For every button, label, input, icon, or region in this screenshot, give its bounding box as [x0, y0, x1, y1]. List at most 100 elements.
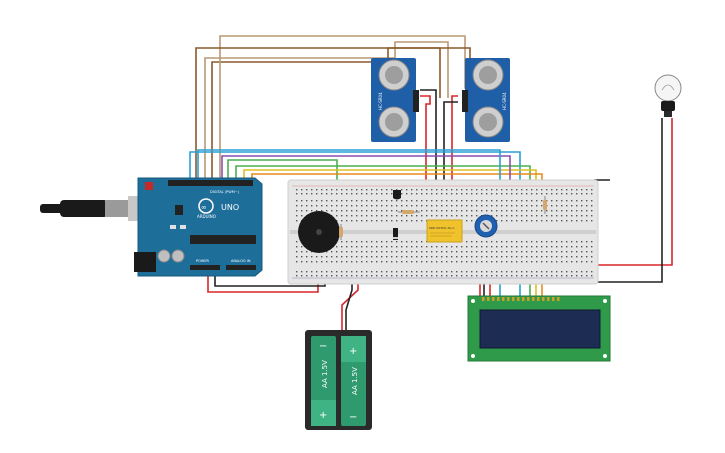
- breadboard-hole: [321, 210, 323, 212]
- breadboard-hole: [411, 220, 413, 222]
- breadboard-hole: [591, 261, 593, 263]
- breadboard-hole: [476, 241, 478, 243]
- breadboard-hole: [506, 210, 508, 212]
- breadboard-hole: [506, 193, 508, 195]
- breadboard-hole: [501, 251, 503, 253]
- breadboard-hole: [511, 215, 513, 217]
- breadboard-hole: [541, 210, 543, 212]
- breadboard-hole: [346, 241, 348, 243]
- breadboard-hole: [491, 275, 493, 277]
- breadboard-hole: [416, 246, 418, 248]
- breadboard-hole: [351, 215, 353, 217]
- breadboard-hole: [516, 220, 518, 222]
- breadboard-hole: [361, 251, 363, 253]
- breadboard-hole: [466, 200, 468, 202]
- breadboard-hole: [376, 200, 378, 202]
- breadboard-hole: [366, 193, 368, 195]
- wire-sensor1-trig: [211, 47, 441, 180]
- breadboard-hole: [336, 275, 338, 277]
- reset-button[interactable]: [145, 182, 153, 190]
- breadboard-hole: [386, 189, 388, 191]
- breadboard-hole: [406, 256, 408, 258]
- breadboard-hole: [551, 200, 553, 202]
- lcd-pin: [507, 297, 510, 301]
- breadboard-hole: [476, 256, 478, 258]
- breadboard-hole: [346, 271, 348, 273]
- arduino-uno: ∞ ARDUINO UNO DIGITAL (PWM~) POWER ANALO…: [134, 177, 263, 277]
- breadboard-hole: [366, 205, 368, 207]
- breadboard-hole: [476, 271, 478, 273]
- lcd-pin: [522, 297, 525, 301]
- breadboard-hole: [496, 200, 498, 202]
- breadboard-hole: [536, 275, 538, 277]
- breadboard-hole: [566, 189, 568, 191]
- breadboard-hole: [551, 193, 553, 195]
- breadboard-hole: [576, 200, 578, 202]
- arduino-power-label: POWER: [196, 259, 210, 263]
- breadboard-hole: [586, 210, 588, 212]
- breadboard-hole: [496, 241, 498, 243]
- breadboard-hole: [301, 215, 303, 217]
- breadboard-hole: [436, 210, 438, 212]
- breadboard-hole: [406, 189, 408, 191]
- breadboard-hole: [586, 261, 588, 263]
- battery-1-plus: +: [319, 410, 327, 421]
- breadboard-hole: [476, 189, 478, 191]
- breadboard-hole: [536, 193, 538, 195]
- breadboard-hole: [516, 251, 518, 253]
- breadboard-hole: [461, 246, 463, 248]
- breadboard-hole: [371, 220, 373, 222]
- breadboard-hole: [496, 205, 498, 207]
- breadboard-hole: [341, 241, 343, 243]
- breadboard-hole: [496, 271, 498, 273]
- breadboard-hole: [376, 261, 378, 263]
- breadboard-hole: [526, 215, 528, 217]
- breadboard-hole: [556, 271, 558, 273]
- breadboard-hole: [351, 189, 353, 191]
- breadboard-hole: [356, 246, 358, 248]
- breadboard-hole: [571, 215, 573, 217]
- breadboard-hole: [531, 193, 533, 195]
- breadboard-hole: [476, 215, 478, 217]
- potentiometer[interactable]: [474, 214, 498, 238]
- breadboard-hole: [411, 246, 413, 248]
- breadboard-hole: [496, 193, 498, 195]
- breadboard-hole: [401, 256, 403, 258]
- breadboard-hole: [366, 261, 368, 263]
- breadboard-hole: [496, 246, 498, 248]
- breadboard-hole: [556, 200, 558, 202]
- breadboard-hole: [586, 271, 588, 273]
- breadboard-hole: [421, 251, 423, 253]
- breadboard-hole: [391, 241, 393, 243]
- breadboard-hole: [571, 246, 573, 248]
- breadboard-hole: [526, 220, 528, 222]
- breadboard-hole: [461, 193, 463, 195]
- breadboard-hole: [466, 210, 468, 212]
- breadboard-hole: [446, 215, 448, 217]
- breadboard-hole: [541, 220, 543, 222]
- breadboard-hole: [381, 210, 383, 212]
- resistor-3: [543, 196, 547, 214]
- breadboard-hole: [456, 256, 458, 258]
- breadboard-hole: [371, 205, 373, 207]
- breadboard-hole: [306, 256, 308, 258]
- breadboard-hole: [491, 210, 493, 212]
- lcd-display: [467, 295, 611, 362]
- breadboard-hole: [366, 189, 368, 191]
- breadboard-hole: [436, 256, 438, 258]
- lcd-pin: [517, 297, 520, 301]
- breadboard-hole: [491, 251, 493, 253]
- breadboard-hole: [506, 256, 508, 258]
- breadboard-hole: [451, 251, 453, 253]
- breadboard-hole: [486, 251, 488, 253]
- breadboard-hole: [401, 189, 403, 191]
- breadboard-hole: [456, 261, 458, 263]
- breadboard-hole: [481, 200, 483, 202]
- breadboard-hole: [496, 256, 498, 258]
- battery-2-plus: +: [349, 346, 357, 357]
- breadboard-hole: [406, 275, 408, 277]
- breadboard-hole: [451, 261, 453, 263]
- breadboard-hole: [326, 251, 328, 253]
- breadboard-hole: [451, 246, 453, 248]
- breadboard-hole: [521, 215, 523, 217]
